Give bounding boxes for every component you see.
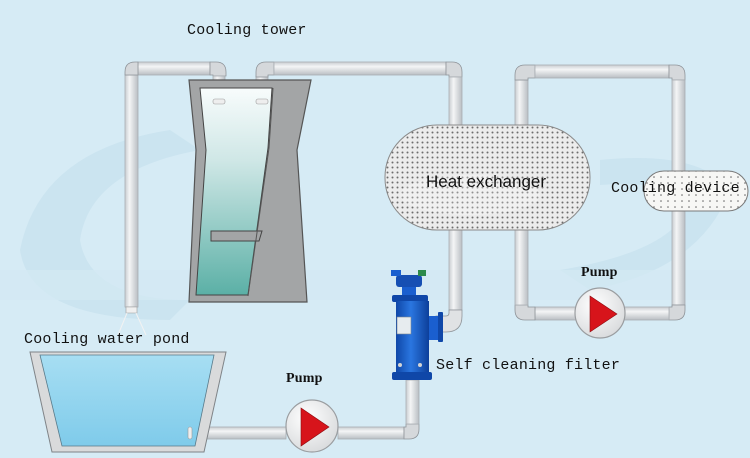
cooling-water-pond bbox=[29, 351, 227, 453]
pipe-network bbox=[117, 61, 686, 440]
pipe-elbow bbox=[668, 304, 686, 321]
watermark-logo bbox=[0, 130, 750, 320]
pump-direction-arrow-icon bbox=[300, 407, 330, 447]
cooling-device bbox=[643, 170, 749, 212]
pond-water bbox=[39, 354, 215, 447]
pipe-elbow bbox=[445, 61, 463, 78]
pipe-elbow bbox=[255, 61, 275, 78]
cooling-tower-fill-baffle bbox=[210, 230, 263, 242]
pipe-tower-to-pond bbox=[124, 74, 139, 308]
cooling-water-pond-label: Cooling water pond bbox=[24, 331, 190, 348]
pipe-elbow bbox=[403, 423, 420, 440]
pipe-elbow bbox=[668, 64, 686, 81]
pump-direction-arrow-icon bbox=[589, 295, 618, 333]
pump-main-label: Pump bbox=[286, 371, 323, 386]
cooling-device-label: Cooling device bbox=[611, 180, 740, 197]
pipe-elbow bbox=[514, 304, 536, 321]
cooling-tower-label: Cooling tower bbox=[187, 22, 307, 39]
filter-control-box bbox=[396, 316, 412, 335]
pump-secondary bbox=[574, 287, 626, 339]
filter-housing bbox=[396, 301, 429, 375]
heat-exchanger-label: Heat exchanger bbox=[426, 172, 547, 191]
pipe-elbow bbox=[124, 61, 139, 76]
self-cleaning-filter-label: Self cleaning filter bbox=[436, 357, 621, 374]
pipe-spray-nozzle bbox=[125, 306, 138, 314]
heat-exchanger-body bbox=[384, 124, 591, 231]
self-cleaning-filter bbox=[391, 270, 443, 380]
cooling-tower bbox=[188, 79, 312, 303]
pipe-elbow bbox=[514, 64, 536, 81]
cooling-device-body bbox=[643, 170, 749, 212]
pipe-elbow bbox=[209, 61, 227, 77]
pump-secondary-label: Pump bbox=[581, 265, 618, 280]
pump-main bbox=[285, 399, 339, 453]
heat-exchanger bbox=[384, 124, 591, 231]
